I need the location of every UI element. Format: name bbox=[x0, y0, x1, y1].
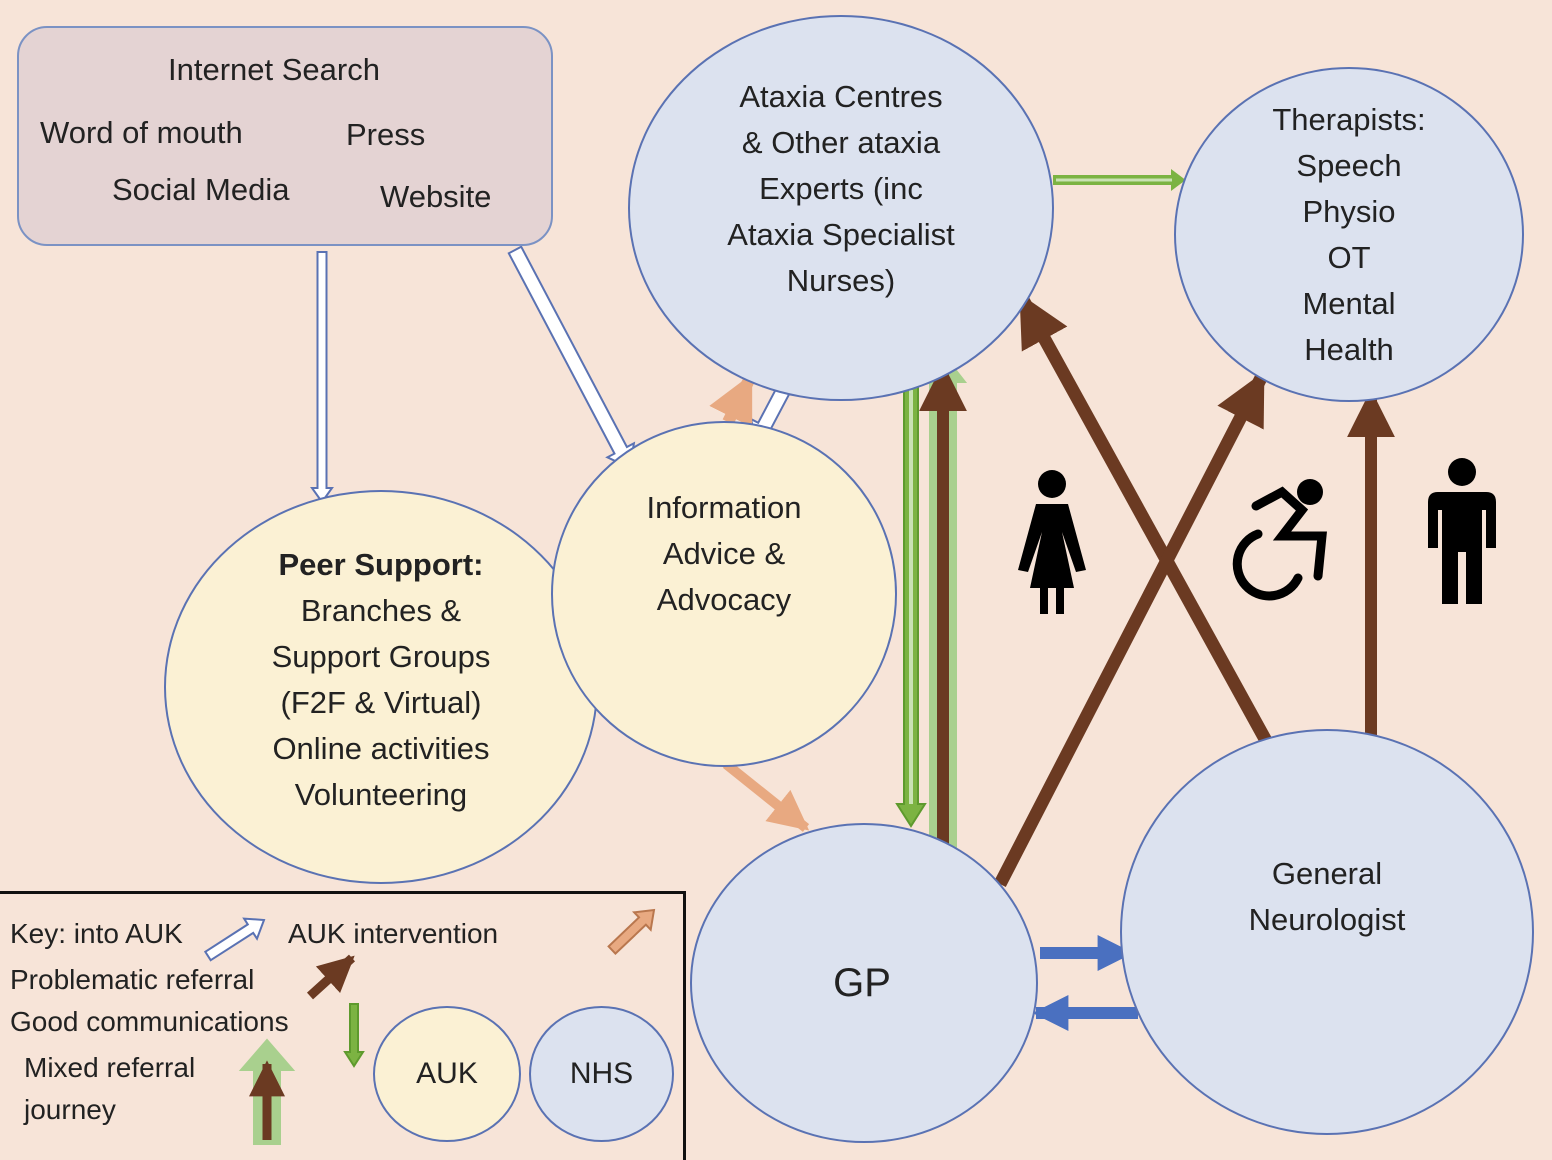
woman-icon-body bbox=[1018, 504, 1086, 614]
problematic-arrow-neuro-to-centres bbox=[1016, 293, 1276, 752]
therapists-line: Mental bbox=[1302, 285, 1396, 321]
key-good-comms-label: Good communications bbox=[10, 1006, 289, 1037]
wheelchair-icon-body bbox=[1251, 486, 1327, 581]
key-problematic-arrow bbox=[306, 954, 356, 1000]
therapists-line: OT bbox=[1327, 239, 1371, 275]
key-auk-intervention-label: AUK intervention bbox=[288, 918, 499, 949]
peer-support-line: Online activities bbox=[272, 731, 490, 766]
neurologist-line: Neurologist bbox=[1248, 902, 1406, 937]
into-auk-arrow-search-to-info bbox=[507, 245, 636, 470]
therapists-line: Physio bbox=[1302, 193, 1396, 229]
source-word-of-mouth: Word of mouth bbox=[40, 115, 243, 150]
ataxia-centres-line: & Other ataxia bbox=[741, 125, 941, 160]
man-icon-body bbox=[1428, 492, 1496, 604]
ataxia-centres-line: Ataxia Centres bbox=[739, 79, 943, 114]
key-box bbox=[0, 891, 686, 1160]
info-advice-line: Advice & bbox=[662, 536, 786, 571]
man-icon bbox=[1428, 458, 1496, 604]
therapists-node: Therapists: Speech Physio OT Mental Heal… bbox=[1174, 67, 1524, 402]
information-sources-box bbox=[17, 26, 553, 246]
therapists-line: Health bbox=[1304, 331, 1394, 367]
key-mixed-label-1: Mixed referral bbox=[24, 1052, 196, 1083]
woman-icon-head bbox=[1038, 470, 1066, 498]
into-auk-arrow-search-to-peer bbox=[310, 251, 334, 504]
peer-support-line: (F2F & Virtual) bbox=[280, 685, 482, 720]
wheelchair-icon-wheel bbox=[1232, 529, 1303, 601]
peer-support-line: Volunteering bbox=[294, 777, 468, 812]
therapists-line: Speech bbox=[1296, 147, 1402, 183]
wheelchair-icon bbox=[1232, 479, 1327, 601]
key-mixed-label-2: journey bbox=[24, 1094, 116, 1125]
neurologist-line: General bbox=[1271, 856, 1383, 891]
source-social-media: Social Media bbox=[112, 172, 290, 207]
key-into-auk-arrow bbox=[203, 917, 266, 962]
source-website: Website bbox=[380, 179, 492, 214]
key-nhs-swatch: NHS bbox=[529, 1006, 674, 1142]
key-problematic-label: Problematic referral bbox=[10, 964, 255, 995]
key-into-auk-label: Key: into AUK bbox=[10, 918, 183, 949]
key-nhs-label: NHS bbox=[569, 1057, 634, 1090]
auk-intervention-arrow-info-to-gp bbox=[722, 760, 810, 832]
wheelchair-icon-head bbox=[1297, 479, 1323, 505]
key-auk-label: AUK bbox=[416, 1057, 478, 1090]
general-neurologist-node: General Neurologist bbox=[1120, 729, 1534, 1135]
info-advice-line: Advocacy bbox=[656, 582, 792, 617]
man-icon-head bbox=[1448, 458, 1476, 486]
source-internet-search: Internet Search bbox=[168, 52, 380, 87]
problematic-arrow-gp-to-therapists bbox=[994, 371, 1268, 887]
key-good-comms-arrow bbox=[343, 1003, 365, 1068]
key-auk-intervention-arrow bbox=[607, 908, 656, 956]
key-auk-swatch: AUK bbox=[373, 1006, 521, 1142]
therapists-line: Therapists: bbox=[1272, 101, 1426, 137]
peer-support-line: Support Groups bbox=[271, 639, 491, 674]
woman-icon bbox=[1018, 470, 1086, 614]
information-advice-node: Information Advice & Advocacy bbox=[551, 421, 897, 767]
ataxia-centres-node: Ataxia Centres & Other ataxia Experts (i… bbox=[628, 15, 1054, 401]
gp-node: GP bbox=[690, 823, 1038, 1143]
ataxia-centres-line: Nurses) bbox=[786, 263, 896, 298]
gp-label: GP bbox=[833, 961, 891, 1005]
ataxia-centres-line: Ataxia Specialist bbox=[727, 217, 955, 252]
peer-support-node: Peer Support: Branches & Support Groups … bbox=[164, 490, 598, 884]
peer-support-title: Peer Support: bbox=[278, 547, 484, 582]
auk-intervention-arrow-info-to-centres bbox=[709, 373, 756, 428]
ataxia-centres-line: Experts (inc bbox=[759, 171, 923, 206]
peer-support-line: Branches & bbox=[300, 593, 462, 628]
info-advice-line: Information bbox=[646, 490, 802, 525]
source-press: Press bbox=[346, 117, 426, 152]
